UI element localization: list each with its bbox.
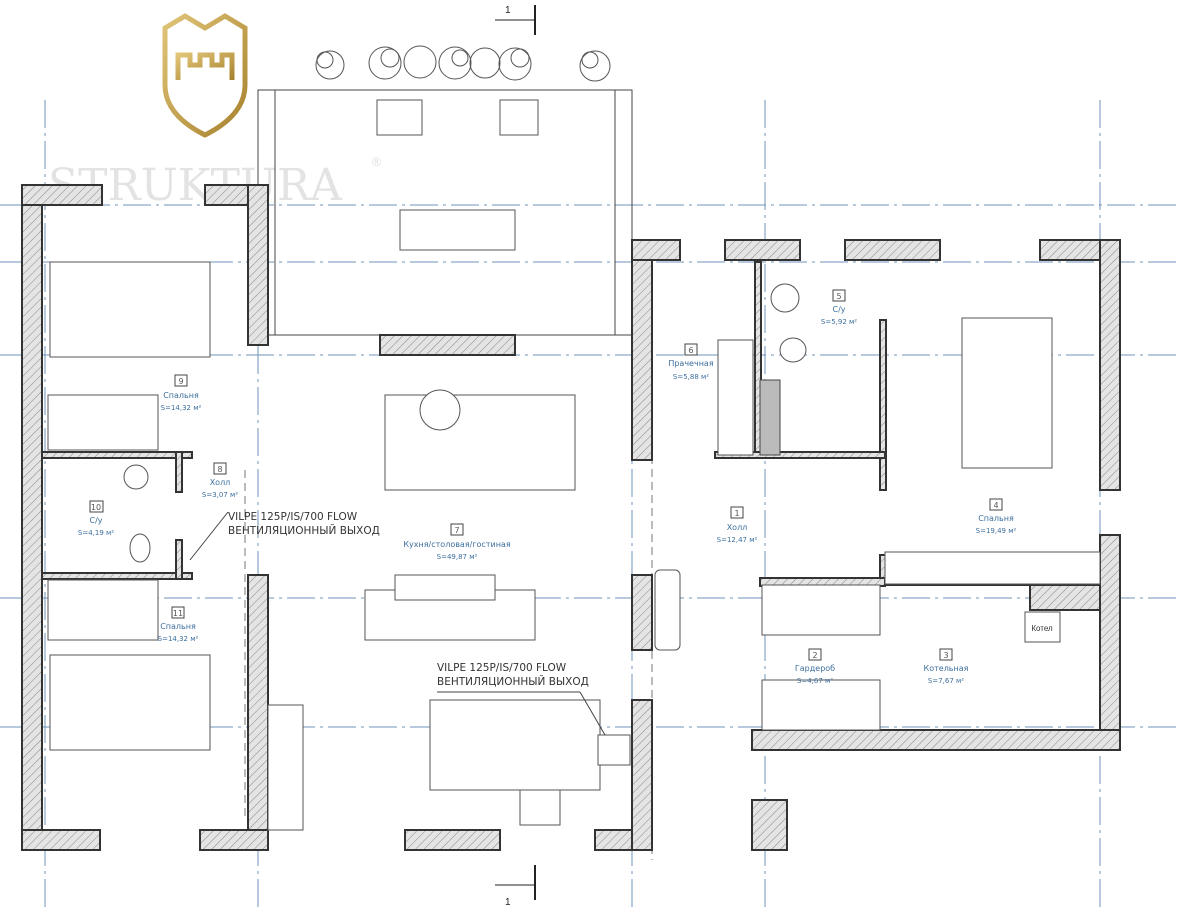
sofa <box>384 394 576 491</box>
svg-text:S=14,32 м²: S=14,32 м² <box>158 635 199 643</box>
svg-text:ВЕНТИЛЯЦИОННЫЙ ВЫХОД: ВЕНТИЛЯЦИОННЫЙ ВЫХОД <box>228 524 380 537</box>
svg-text:S=3,07 м²: S=3,07 м² <box>202 491 238 499</box>
svg-text:1: 1 <box>505 897 511 908</box>
svg-text:S=14,32 м²: S=14,32 м² <box>161 404 202 412</box>
wardrobe <box>761 584 881 636</box>
room-5-label: 5С/уS=5,92 м² <box>821 289 857 326</box>
plants <box>315 45 611 82</box>
wardrobe <box>47 579 159 641</box>
svg-text:S=19,49 м²: S=19,49 м² <box>976 527 1017 535</box>
svg-text:ВЕНТИЛЯЦИОННЫЙ ВЫХОД: ВЕНТИЛЯЦИОННЫЙ ВЫХОД <box>437 675 589 688</box>
svg-text:4: 4 <box>993 501 998 510</box>
ventilation-note-2: VILPE 125P/IS/700 FLOW ВЕНТИЛЯЦИОННЫЙ ВЫ… <box>437 662 606 736</box>
svg-text:3: 3 <box>943 651 948 660</box>
svg-text:6: 6 <box>688 346 693 355</box>
svg-text:VILPE 125P/IS/700 FLOW: VILPE 125P/IS/700 FLOW <box>228 511 358 523</box>
svg-text:S=4,67 м²: S=4,67 м² <box>797 677 833 685</box>
svg-text:1: 1 <box>734 509 739 518</box>
svg-text:S=12,47 м²: S=12,47 м² <box>717 536 758 544</box>
svg-text:Кухня/столовая/гостиная: Кухня/столовая/гостиная <box>403 540 510 549</box>
bed-right <box>961 317 1053 469</box>
svg-text:Спальня: Спальня <box>160 622 196 631</box>
terrace <box>257 89 633 336</box>
svg-text:Холл: Холл <box>210 478 231 487</box>
svg-text:2: 2 <box>812 651 817 660</box>
walls <box>21 184 1121 851</box>
struktura-logo: STRUKTURA ® <box>48 13 381 211</box>
terrace-table <box>399 209 516 251</box>
svg-text:Прачечная: Прачечная <box>668 359 714 368</box>
ventilation-note-1: VILPE 125P/IS/700 FLOW ВЕНТИЛЯЦИОННЫЙ ВЫ… <box>189 511 380 561</box>
svg-text:Котельная: Котельная <box>924 664 969 673</box>
svg-text:11: 11 <box>173 609 183 618</box>
svg-text:10: 10 <box>91 503 101 512</box>
bed-bottom-left <box>49 654 211 751</box>
svg-text:S=5,92 м²: S=5,92 м² <box>821 318 857 326</box>
svg-text:S=5,88 м²: S=5,88 м² <box>673 373 709 381</box>
svg-text:Холл: Холл <box>727 523 748 532</box>
wardrobe <box>761 679 881 731</box>
svg-text:Спальня: Спальня <box>978 514 1014 523</box>
svg-text:9: 9 <box>178 377 183 386</box>
boiler-label: Котел <box>1031 624 1053 633</box>
svg-text:5: 5 <box>836 292 841 301</box>
logo-registered-mark: ® <box>372 155 381 169</box>
svg-text:VILPE 125P/IS/700 FLOW: VILPE 125P/IS/700 FLOW <box>437 662 567 674</box>
section-mark-top: 1 <box>495 5 536 35</box>
room-10-label: 10С/уS=4,19 м² <box>78 500 114 537</box>
bed-top-left <box>49 261 211 358</box>
svg-text:Спальня: Спальня <box>163 391 199 400</box>
svg-text:S=49,87 м²: S=49,87 м² <box>437 553 478 561</box>
svg-text:S=4,19 м²: S=4,19 м² <box>78 529 114 537</box>
svg-text:8: 8 <box>217 465 222 474</box>
svg-text:S=7,67 м²: S=7,67 м² <box>928 677 964 685</box>
kitchen-island <box>429 699 601 791</box>
svg-text:7: 7 <box>454 526 459 535</box>
svg-text:1: 1 <box>505 5 511 16</box>
section-mark-bottom: 1 <box>495 865 536 908</box>
furniture <box>47 261 1101 831</box>
wardrobe <box>47 394 159 451</box>
svg-text:Гардероб: Гардероб <box>795 664 835 673</box>
svg-text:С/у: С/у <box>89 516 102 525</box>
svg-text:С/у: С/у <box>832 305 845 314</box>
